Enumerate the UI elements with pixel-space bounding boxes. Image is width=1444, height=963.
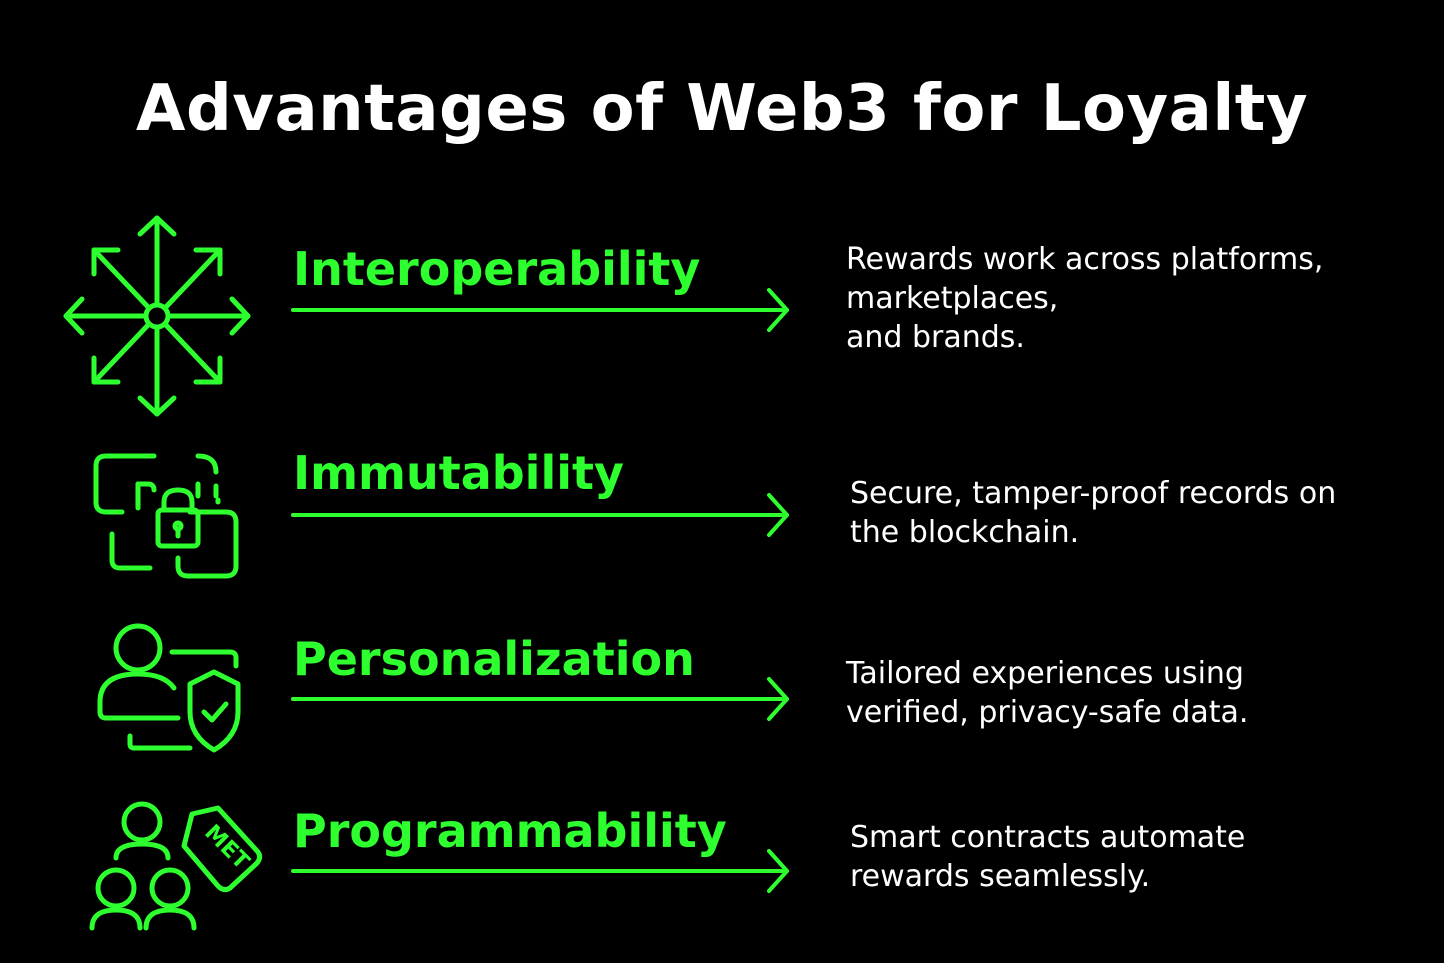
linked-blocks-lock-icon <box>92 450 244 584</box>
advantage-label: Immutability <box>293 446 624 500</box>
svg-text:MET: MET <box>199 820 253 874</box>
arrow-right-icon <box>291 677 789 721</box>
advantage-label: Interoperability <box>293 242 701 296</box>
arrow-right-icon <box>291 849 789 893</box>
advantage-description: Smart contracts automate rewards seamles… <box>850 820 1246 894</box>
tag-text: MET <box>199 820 253 874</box>
arrow-right-icon <box>291 288 789 332</box>
advantage-description: Rewards work across platforms, marketpla… <box>846 242 1324 355</box>
advantage-description: Tailored experiences using verified, pri… <box>846 656 1249 730</box>
advantage-label: Programmability <box>293 804 727 858</box>
users-token-tag-icon: MET <box>88 800 264 934</box>
arrow-right-icon <box>291 493 789 537</box>
arrows-outward-icon <box>60 212 254 420</box>
advantage-description: Secure, tamper-proof records on the bloc… <box>850 476 1337 550</box>
user-shield-icon <box>96 622 244 756</box>
advantage-label: Personalization <box>293 632 695 686</box>
page-title: Advantages of Web3 for Loyalty <box>135 72 1309 146</box>
